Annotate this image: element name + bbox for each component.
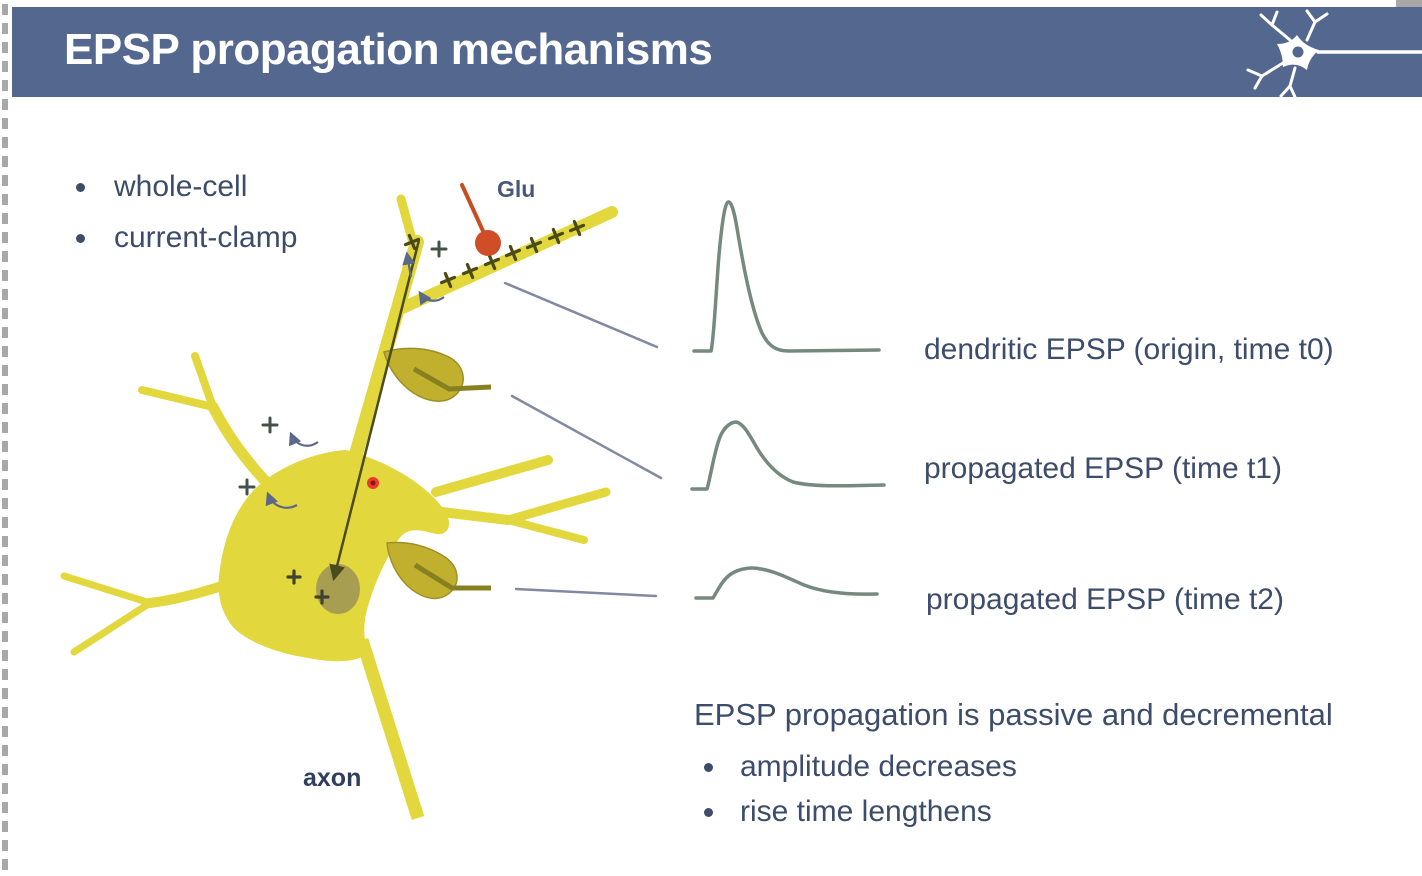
neuron-logo-icon: [1246, 9, 1422, 97]
bullet-dot: [704, 763, 713, 772]
conclusion-bullet-amplitude: amplitude decreases: [704, 750, 1017, 784]
apical-dendrite: [345, 235, 424, 475]
connector-lines: [503, 281, 663, 598]
recording-electrode-dendrite-icon: [383, 347, 492, 402]
method-bullet-current-clamp: current-clamp: [76, 221, 297, 255]
conclusion-bullet-label: amplitude decreases: [740, 750, 1017, 783]
upward-arrow: [402, 251, 416, 278]
bullet-dot: [704, 808, 713, 817]
synapse-marks: [403, 219, 586, 289]
bullet-dot: [76, 234, 85, 243]
soma: [218, 450, 450, 662]
trace-label-t2: propagated EPSP (time t2): [926, 583, 1284, 616]
conclusion-heading: EPSP propagation is passive and decremen…: [694, 697, 1333, 732]
current-flow-arrow: [329, 239, 421, 582]
connector-line-t0: [503, 281, 659, 349]
glutamate-pipette-icon: [460, 183, 501, 256]
nucleus: [316, 564, 360, 614]
method-bullet-label: whole-cell: [114, 170, 248, 203]
trace-label-t0: dendritic EPSP (origin, time t0): [924, 333, 1334, 366]
trace-label-t1: propagated EPSP (time t1): [924, 452, 1282, 485]
dashed-border-left: [2, 4, 8, 876]
epsp-trace-t2: [694, 566, 879, 600]
conclusion-bullet-risetime: rise time lengthens: [704, 795, 992, 829]
glu-dendrite-branch: [392, 206, 618, 316]
plus-marks: [238, 240, 448, 605]
dashed-border-top-right: [1396, 0, 1422, 8]
epsp-trace-t0: [692, 200, 881, 353]
conclusion-bullet-label: rise time lengthens: [740, 795, 992, 828]
header-bar: EPSP propagation mechanisms: [12, 7, 1422, 97]
axon: [355, 638, 425, 820]
recording-electrode-soma-icon: [386, 541, 491, 600]
epsp-trace-t1: [690, 420, 886, 491]
leak-current-arrows: [265, 290, 445, 509]
epsp-traces: [690, 200, 886, 600]
connector-line-t2: [514, 587, 658, 598]
method-bullet-whole-cell: whole-cell: [76, 170, 247, 204]
connector-line-t1: [510, 394, 663, 480]
method-bullet-label: current-clamp: [114, 221, 298, 254]
bullet-dot: [76, 183, 85, 192]
slide-title: EPSP propagation mechanisms: [64, 25, 713, 74]
stimulation-site-dot: [367, 477, 379, 489]
glu-label: Glu: [497, 176, 536, 202]
axon-label: axon: [303, 764, 362, 792]
neuron-cell: [60, 194, 618, 820]
